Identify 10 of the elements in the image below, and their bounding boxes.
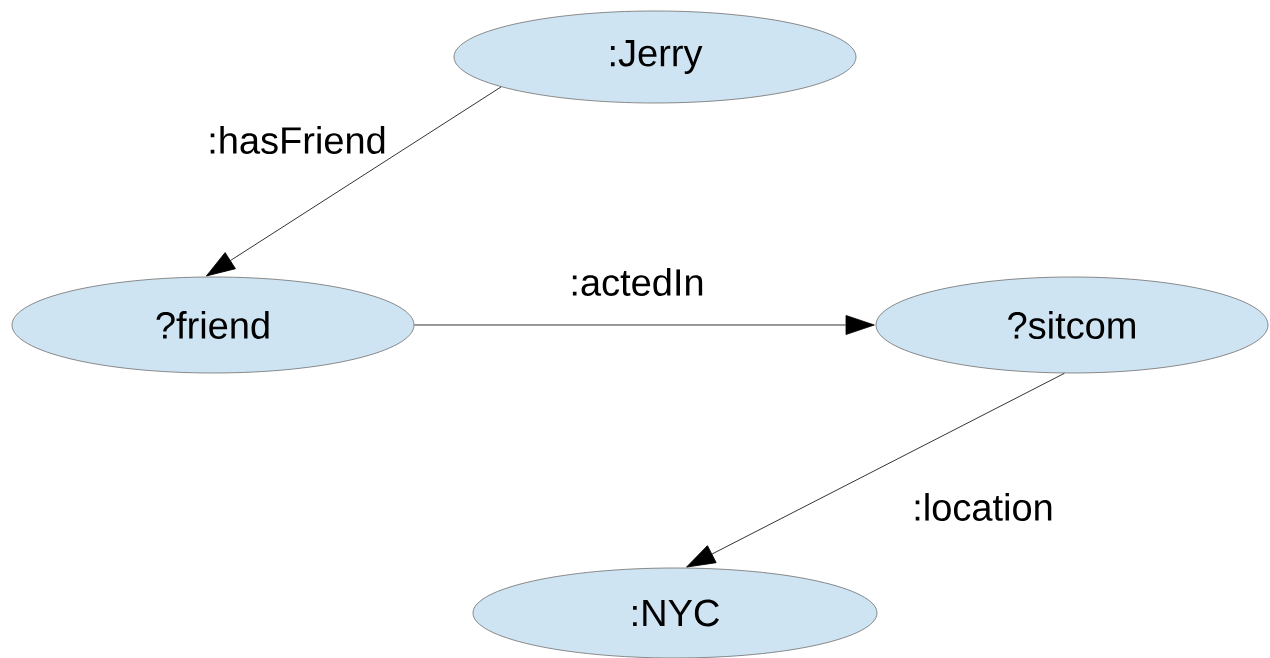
ellipse-node: ?friend — [11, 276, 415, 374]
edge-label: :actedIn — [572, 268, 703, 296]
arrow — [686, 372, 1065, 568]
ellipse-node: :NYC — [472, 567, 878, 658]
ellipse-node: ?sitcom — [875, 276, 1269, 374]
ellipse-node: :Jerry — [453, 10, 857, 104]
arrow — [414, 315, 875, 335]
edge-label: :hasFriend — [210, 126, 385, 154]
edge-label: :location — [915, 493, 1052, 521]
arrow — [206, 86, 502, 277]
